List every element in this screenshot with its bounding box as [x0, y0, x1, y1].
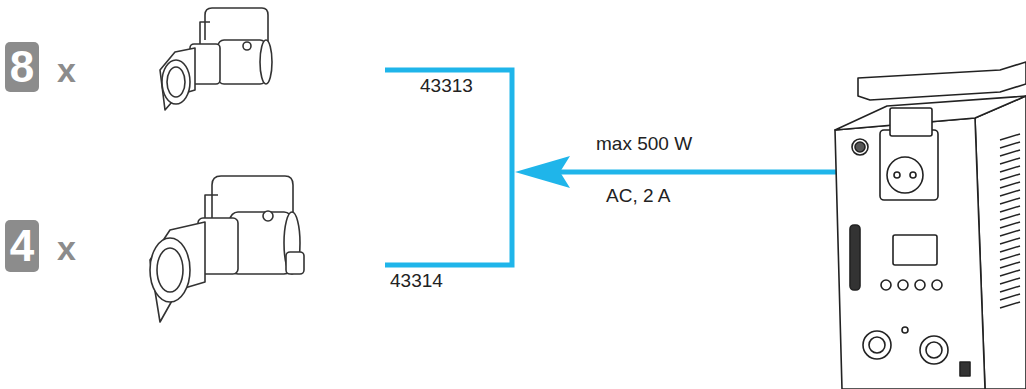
vent-slot: [1000, 262, 1020, 268]
part-number: 43313: [418, 76, 475, 97]
current-rating: AC, 2 A: [604, 186, 672, 207]
count-number: 8: [10, 45, 34, 89]
vent-slot: [1000, 254, 1020, 260]
vent-slot: [1000, 190, 1020, 196]
vent-slot: [1000, 230, 1020, 236]
vent-slot: [1000, 134, 1020, 140]
vent-slot: [1000, 182, 1020, 188]
vent-slot: [1000, 158, 1020, 164]
power-rating: max 500 W: [594, 134, 694, 155]
vent-slot: [1000, 246, 1020, 252]
vent-slot: [1000, 222, 1020, 228]
spotlight-small: [160, 8, 272, 110]
vent-slot: [1000, 214, 1020, 220]
count-badge: 4: [5, 220, 39, 272]
vent-slot: [1000, 206, 1020, 212]
count-badge: 8: [5, 42, 39, 92]
vent-slot: [1000, 198, 1020, 204]
vent-slots: [1000, 134, 1020, 308]
vent-slot: [1000, 302, 1020, 308]
vent-slot: [1000, 286, 1020, 292]
vent-slot: [1000, 150, 1020, 156]
part-number: 43314: [388, 271, 445, 292]
times-sign: x: [55, 230, 78, 267]
vent-slot: [1000, 270, 1020, 276]
arrow-head: [515, 156, 570, 188]
vent-slot: [1000, 166, 1020, 172]
power-wiring: [385, 70, 890, 265]
vent-slot: [1000, 278, 1020, 284]
times-sign: x: [55, 52, 78, 89]
power-device: [835, 62, 1026, 389]
spotlight-large: [150, 176, 304, 322]
vent-slot: [1000, 294, 1020, 300]
vent-slot: [1000, 238, 1020, 244]
vent-slot: [1000, 142, 1020, 148]
vent-slot: [1000, 174, 1020, 180]
count-number: 4: [10, 224, 34, 268]
